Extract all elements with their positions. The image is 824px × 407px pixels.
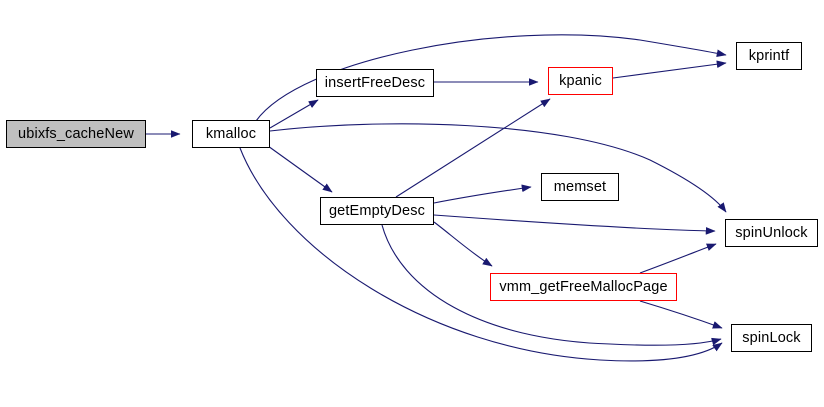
edge-vmm-spinLock [639,300,723,329]
edge-getEmptyDesc-memset [433,184,532,204]
node-kprintf[interactable]: kprintf [736,42,802,70]
node-insertfreedesc[interactable]: insertFreeDesc [316,69,434,97]
node-label: kprintf [748,47,790,64]
node-label: ubixfs_cacheNew [18,125,134,142]
node-label: spinUnlock [735,224,808,241]
node-spinlock[interactable]: spinLock [731,324,812,352]
node-label: memset [553,178,607,195]
edge-kpanic-kprintf [612,60,727,79]
node-label: getEmptyDesc [328,202,426,219]
node-label: kpanic [559,72,602,89]
edge-vmm-spinUnlock [639,243,717,274]
node-label: vmm_getFreeMallocPage [499,278,668,295]
edge-getEmptyDesc-vmm [433,221,493,267]
node-vmm-getfreemallocpage[interactable]: vmm_getFreeMallocPage [490,273,677,301]
edge-kmalloc-getEmptyDesc [267,145,333,193]
node-getemptydesc[interactable]: getEmptyDesc [320,197,434,225]
edge-getEmptyDesc-spinUnlock [433,214,716,235]
node-kmalloc[interactable]: kmalloc [192,120,270,148]
node-ubixfs-cachenew[interactable]: ubixfs_cacheNew [6,120,146,148]
edge-kmalloc-insertFreeDesc [269,99,319,129]
edge-getEmptyDesc-kpanic [395,98,551,198]
node-kpanic[interactable]: kpanic [548,67,613,95]
node-label: spinLock [742,329,801,346]
node-label: insertFreeDesc [324,74,426,91]
node-label: kmalloc [205,125,257,142]
node-spinunlock[interactable]: spinUnlock [725,219,818,247]
edge-kmalloc-spinLock [239,147,723,362]
node-memset[interactable]: memset [541,173,619,201]
